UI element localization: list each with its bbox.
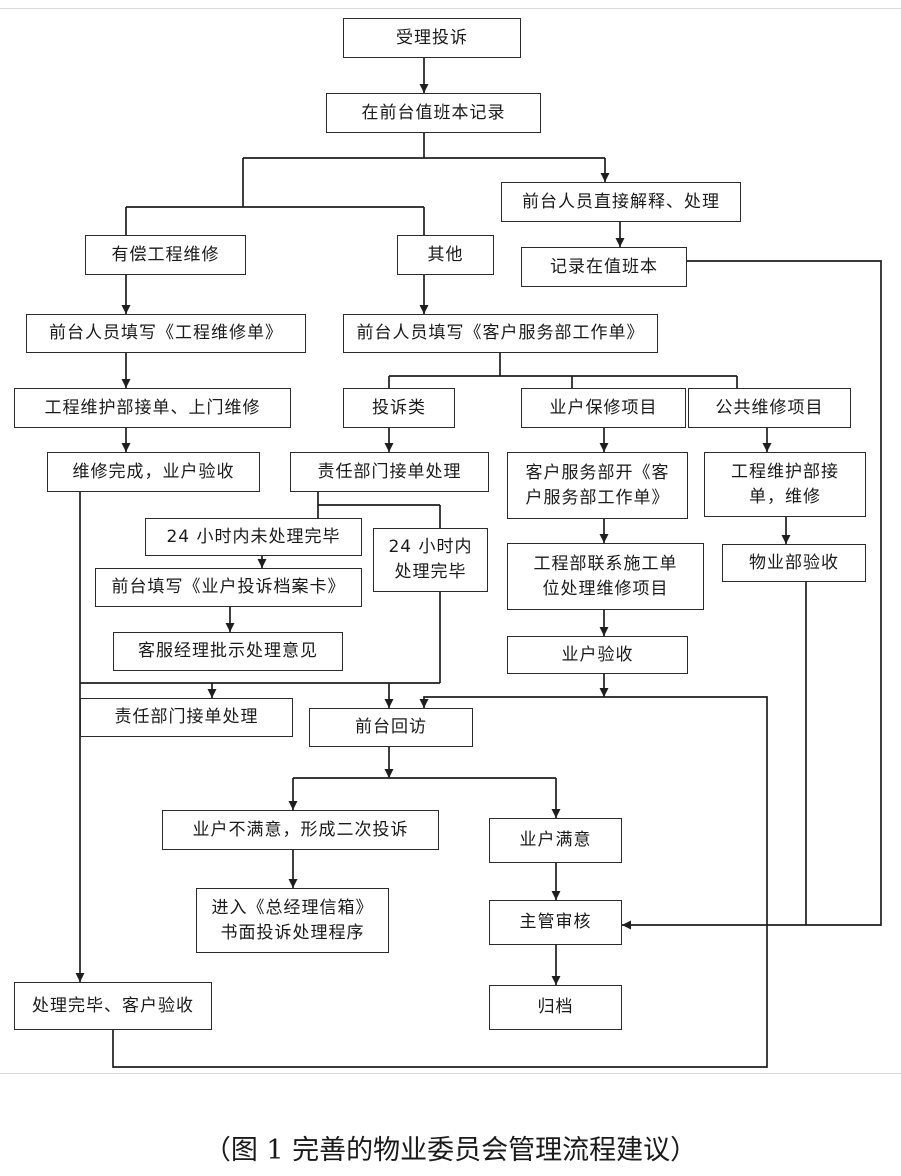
node-label: 前台填写《业户投诉档案卡》	[111, 577, 346, 598]
bottom-divider	[0, 1073, 901, 1074]
node-fill-complaint-card: 前台填写《业户投诉档案卡》	[95, 568, 362, 607]
node-complaint-type: 投诉类	[343, 388, 455, 428]
node-label: 处理完毕、客户验收	[32, 995, 194, 1016]
node-label: 业户保修项目	[549, 397, 658, 418]
top-divider	[0, 8, 901, 9]
node-label-line-1: 进入《总经理信箱》	[211, 897, 374, 918]
node-label: 物业部验收	[749, 552, 839, 573]
node-label: 业户满意	[519, 830, 592, 851]
node-owner-unsatisfied: 业户不满意，形成二次投诉	[162, 810, 439, 850]
node-public-repair-item: 公共维修项目	[688, 388, 851, 428]
node-label: 投诉类	[372, 397, 426, 418]
node-label: 责任部门接单处理	[114, 707, 259, 728]
node-dept-accept-handle: 责任部门接单处理	[290, 452, 489, 492]
node-archive: 归档	[489, 985, 622, 1030]
node-front-desk-followup: 前台回访	[309, 708, 473, 747]
node-owner-repair-item: 业户保修项目	[521, 388, 686, 428]
node-label: 业户验收	[561, 644, 634, 665]
node-label-line-2: 处理完毕	[394, 562, 467, 582]
node-label: 前台回访	[355, 717, 427, 738]
node-label: 维修完成，业户验收	[72, 461, 235, 482]
node-label-line-1: 工程维护部接	[731, 461, 839, 482]
node-cs-manager-instruct: 客服经理批示处理意见	[113, 632, 343, 671]
node-front-desk-direct-handle: 前台人员直接解释、处理	[501, 182, 741, 222]
node-fill-service-form: 前台人员填写《客户服务部工作单》	[343, 314, 658, 353]
arrow-loop-to-followup	[112, 696, 768, 1068]
node-label: 归档	[537, 997, 574, 1018]
node-engineering-accept-repair: 工程维护部接单、上门维修	[14, 388, 291, 428]
node-label: 其他	[427, 244, 464, 265]
figure-caption: （图 1 完善的物业委员会管理流程建议）	[203, 1135, 698, 1166]
node-label: 有偿工程维修	[111, 244, 220, 265]
node-label: 前台人员填写《客户服务部工作单》	[356, 323, 645, 344]
node-dept-accept-handle-2: 责任部门接单处理	[80, 698, 293, 737]
node-label: 公共维修项目	[715, 397, 824, 418]
node-record-front-desk-log: 在前台值班本记录	[326, 93, 541, 133]
node-label-line-1: 客户服务部开《客	[525, 462, 670, 483]
arrow-log-to-supervisor	[622, 260, 882, 930]
node-repair-done-owner-check: 维修完成，业户验收	[47, 452, 260, 492]
node-cs-open-form: 客户服务部开《客 户服务部工作单》	[507, 452, 688, 519]
node-paid-repair: 有偿工程维修	[85, 235, 246, 275]
node-property-check: 物业部验收	[722, 544, 866, 582]
node-contact-contractor: 工程部联系施工单 位处理维修项目	[507, 543, 704, 610]
node-label: 前台人员填写《工程维修单》	[49, 323, 283, 344]
node-done-customer-check: 处理完毕、客户验收	[14, 982, 212, 1030]
node-not-done-24h: 24 小时内未处理完毕	[145, 518, 362, 556]
node-label: 在前台值班本记录	[361, 102, 506, 123]
node-label: 受理投诉	[396, 27, 468, 48]
node-label-line-2: 书面投诉处理程序	[220, 922, 365, 943]
node-label-line-2: 位处理维修项目	[542, 578, 669, 599]
node-label: 工程维护部接单、上门维修	[44, 397, 261, 418]
node-label-line-2: 户服务部工作单》	[525, 487, 670, 508]
node-label: 前台人员直接解释、处理	[522, 191, 720, 212]
node-label-line-1: 工程部联系施工单	[533, 553, 678, 574]
node-gm-mailbox: 进入《总经理信箱》 书面投诉处理程序	[196, 888, 389, 953]
node-supervisor-review: 主管审核	[489, 900, 622, 945]
node-label: 业户不满意，形成二次投诉	[192, 819, 409, 840]
node-record-in-log: 记录在值班本	[521, 247, 687, 287]
node-owner-check: 业户验收	[507, 636, 688, 674]
node-label-line-1: 24 小时内	[388, 537, 473, 558]
node-label-line-2: 单，维修	[749, 486, 821, 507]
node-label: 责任部门接单处理	[317, 461, 462, 482]
node-fill-repair-form: 前台人员填写《工程维修单》	[26, 314, 306, 353]
node-label: 24 小时内未处理完毕	[166, 526, 341, 547]
node-done-24h: 24 小时内 处理完毕	[373, 528, 488, 592]
node-owner-satisfied: 业户满意	[489, 818, 622, 863]
node-receive-complaint: 受理投诉	[343, 18, 521, 58]
node-engineering-accept-fix: 工程维护部接 单，维修	[704, 452, 866, 517]
node-label: 主管审核	[519, 912, 592, 933]
node-other: 其他	[397, 235, 494, 275]
node-label: 客服经理批示处理意见	[138, 641, 318, 662]
node-label: 记录在值班本	[550, 256, 658, 277]
